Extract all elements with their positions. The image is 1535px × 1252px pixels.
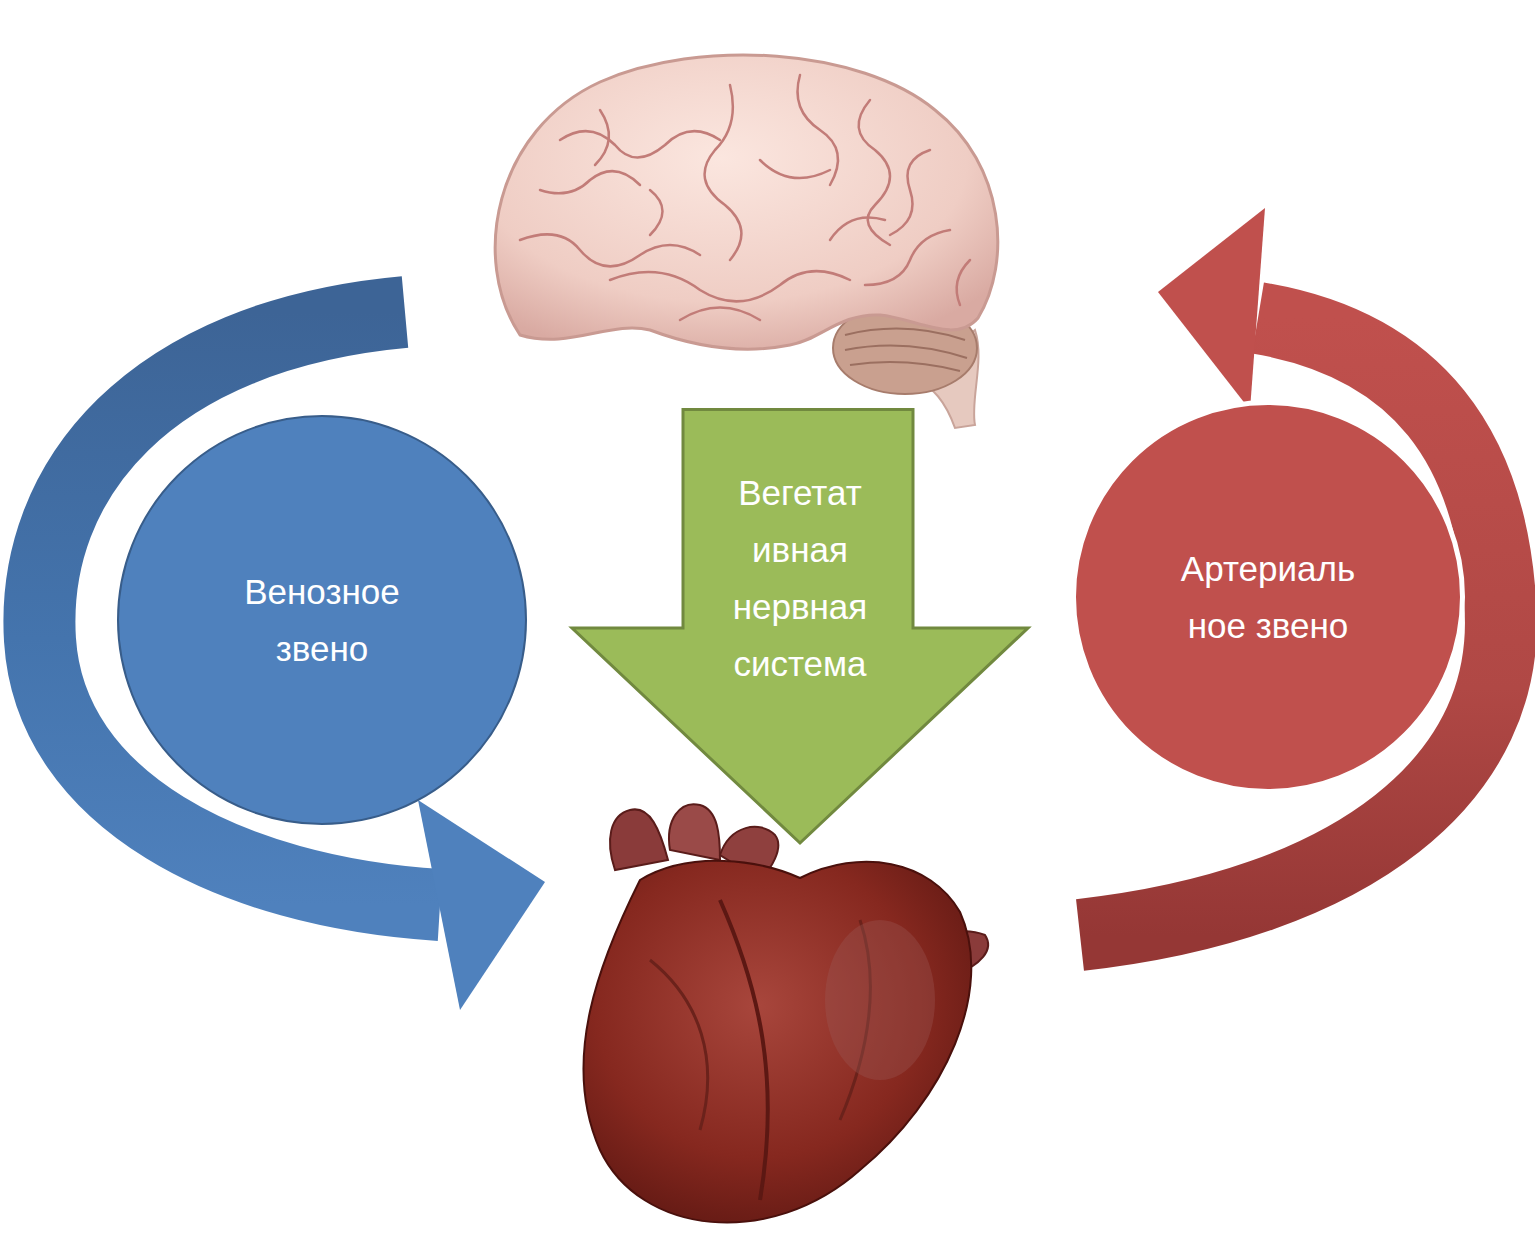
node-label: Вегетат ивная нервная система xyxy=(700,464,900,692)
arrow-shape xyxy=(572,410,1028,844)
arterial-circle: Артериаль ное звено xyxy=(1071,400,1465,794)
venous-circle: Венозное звено xyxy=(117,415,527,825)
circle-shape xyxy=(118,416,526,824)
venous-arrow xyxy=(39,312,545,1010)
circle-outline xyxy=(1071,400,1465,794)
circle-shape xyxy=(1074,403,1463,792)
node-label: Артериаль ное звено xyxy=(1158,540,1378,654)
brain-picture xyxy=(495,55,998,428)
node-label: Венозное звено xyxy=(212,563,432,677)
heart-picture xyxy=(583,804,988,1222)
circle-outline xyxy=(117,415,527,825)
autonomic-arrow: Вегетат ивная нервная система xyxy=(570,408,1030,845)
